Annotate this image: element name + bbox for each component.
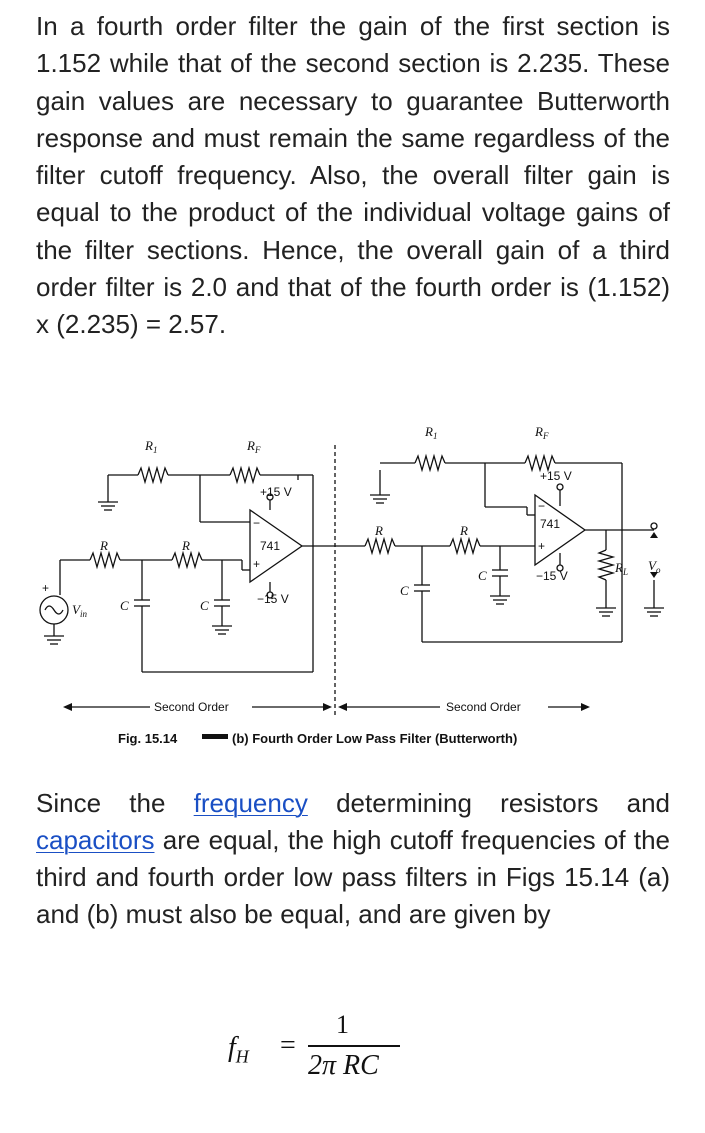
p2-text-3: are equal, the high cutoff frequencies o…	[36, 825, 670, 929]
paragraph-cutoff-frequency: Since the frequency determining resistor…	[36, 785, 670, 933]
label-vo: Vo	[648, 558, 661, 575]
formula-denominator: 2π RC	[308, 1050, 379, 1081]
label-c-d: C	[478, 568, 487, 583]
source-plus: +	[42, 581, 49, 595]
formula-lhs: fH	[228, 1032, 249, 1067]
circuit-figure: R1 RF R1 RF +15 V −15 V +15 V −15 V 741 …	[30, 410, 680, 750]
label-c-b: C	[200, 598, 209, 613]
opamp-left-minus: −	[253, 516, 260, 530]
figure-caption-text: (b) Fourth Order Low Pass Filter (Butter…	[232, 731, 517, 746]
label-opamp-right: 741	[540, 517, 560, 531]
label-vin: Vin	[72, 602, 87, 619]
formula-equals: =	[280, 1030, 296, 1061]
figure-caption-label: Fig. 15.14	[118, 731, 178, 746]
label-second-order-left: Second Order	[154, 700, 229, 714]
cutoff-frequency-formula: fH = 1 2π RC	[228, 1010, 428, 1090]
label-c-c: C	[400, 583, 409, 598]
label-r-b: R	[181, 538, 190, 553]
label-rl: RL	[614, 560, 628, 577]
p2-text-1: Since the	[36, 788, 194, 818]
label-plus15-right: +15 V	[540, 469, 572, 483]
opamp-left-plus: +	[253, 557, 260, 571]
opamp-right-plus: +	[538, 539, 545, 553]
label-r-d: R	[459, 523, 468, 538]
label-rf-left: RF	[246, 438, 261, 455]
label-c-a: C	[120, 598, 129, 613]
link-frequency[interactable]: frequency	[193, 788, 308, 818]
paragraph-fourth-order-gain: In a fourth order filter the gain of the…	[36, 11, 670, 340]
label-r-c: R	[374, 523, 383, 538]
opamp-right-minus: −	[538, 499, 545, 513]
formula-numerator: 1	[336, 1010, 349, 1039]
label-minus15-left: −15 V	[257, 592, 289, 606]
label-r1-right: R1	[424, 424, 437, 441]
caption-dash	[202, 734, 228, 739]
label-minus15-right: −15 V	[536, 569, 568, 583]
link-capacitors[interactable]: capacitors	[36, 825, 155, 855]
label-opamp-left: 741	[260, 539, 280, 553]
label-r-a: R	[99, 538, 108, 553]
formula-fraction-bar	[308, 1045, 400, 1047]
label-rf-right: RF	[534, 424, 549, 441]
label-r1-left: R1	[144, 438, 157, 455]
fourth-order-filter-schematic: R1 RF R1 RF +15 V −15 V +15 V −15 V 741 …	[39, 424, 664, 746]
label-plus15-left: +15 V	[260, 485, 292, 499]
p2-text-2: determining resistors and	[307, 788, 671, 818]
label-second-order-right: Second Order	[446, 700, 521, 714]
